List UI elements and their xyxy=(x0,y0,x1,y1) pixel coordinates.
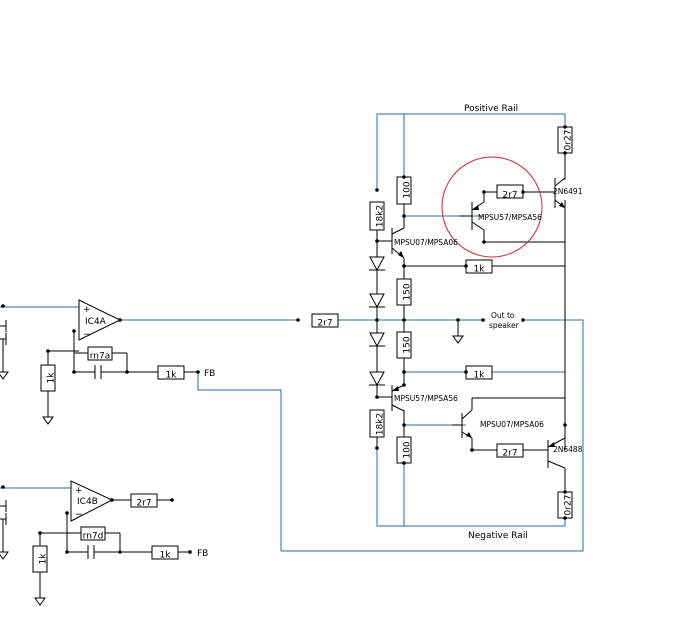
diode-1 xyxy=(369,256,385,272)
ground-icon-b xyxy=(34,597,46,606)
diode-4 xyxy=(369,371,385,387)
highlight-circle xyxy=(441,156,543,258)
opamp-b xyxy=(70,480,114,522)
opamp-b-name-label: IC4B xyxy=(77,497,98,507)
resistor-2r7-pre-label: 2r7 xyxy=(502,191,517,201)
diode-string xyxy=(369,256,385,387)
resistor-1k-gnd-a xyxy=(40,364,56,392)
resistor-0r27-top-label: 0r27 xyxy=(564,130,574,151)
transistor-bot-vbe-label: MPSU57/MPSA56 xyxy=(394,394,458,403)
resistor-2r7-input-label: 2r7 xyxy=(317,319,332,329)
transistor-2n6488-label: 2N6488 xyxy=(553,445,583,454)
positive-rail-label: Positive Rail xyxy=(464,104,518,114)
resistor-rn7a-label: rn7a xyxy=(90,352,111,362)
fb-a-label: FB xyxy=(204,369,215,379)
resistor-rn7d xyxy=(80,526,106,541)
out-to-label: Out to xyxy=(491,311,515,320)
resistor-18k2-top xyxy=(369,201,385,231)
capacitors xyxy=(5,320,102,559)
resistor-1k-gnd-b-label: 1k xyxy=(39,553,49,565)
resistor-1k-fb-b xyxy=(151,545,179,560)
ground-symbols xyxy=(0,335,464,606)
resistor-1k-fb-b-label: 1k xyxy=(160,551,172,561)
transistor-bot-driver-label: MPSU07/MPSA06 xyxy=(480,420,544,429)
opamp-b-minus-label: − xyxy=(75,510,83,520)
resistor-0r27-bot-label: 0r27 xyxy=(564,495,574,516)
ground-icon-a xyxy=(42,416,54,425)
negative-rail-label: Negative Rail xyxy=(468,531,528,541)
diode-2 xyxy=(369,293,385,309)
opamp-b-plus-label: + xyxy=(75,486,83,496)
resistor-bodies xyxy=(32,126,573,573)
resistor-1k-top-label: 1k xyxy=(474,265,486,275)
opamp-a-minus-label: − xyxy=(83,330,91,340)
resistor-2r7-bot xyxy=(496,443,524,458)
resistor-rn7a xyxy=(87,346,113,361)
resistor-2r7-b xyxy=(130,493,158,508)
resistor-1k-bot-label: 1k xyxy=(474,371,486,381)
resistor-18k2-bot-label: 18k2 xyxy=(376,413,386,435)
resistor-18k2-top-label: 18k2 xyxy=(376,205,386,227)
resistor-1k-fb-a-label: 1k xyxy=(166,371,178,381)
diode-3 xyxy=(369,332,385,348)
ground-icon-left-b xyxy=(0,551,9,560)
opamp-a-name-label: IC4A xyxy=(85,317,107,327)
ground-icon-left-a xyxy=(0,371,9,380)
resistor-150-top-label: 150 xyxy=(403,283,413,300)
resistor-100-bot-label: 100 xyxy=(403,441,413,458)
resistor-rn7d-label: rn7d xyxy=(83,532,104,542)
resistor-18k2-bot xyxy=(369,409,385,438)
resistor-2r7-bot-label: 2r7 xyxy=(502,449,517,459)
resistor-150-bot-label: 150 xyxy=(403,336,413,353)
signal-wires xyxy=(0,113,584,552)
resistor-2r7-b-label: 2r7 xyxy=(136,499,151,509)
transistor-2n6491-label: 2N6491 xyxy=(553,187,583,196)
opamp-a-plus-label: + xyxy=(83,305,91,315)
resistor-1k-gnd-b xyxy=(32,545,48,573)
resistor-1k-fb-a xyxy=(157,365,185,380)
labels: Positive Rail Negative Rail 0r27 100 18k… xyxy=(39,104,583,564)
junction-dots xyxy=(1,125,567,554)
resistor-100-top-label: 100 xyxy=(403,181,413,198)
transistor-top-driver-label: MPSU57/MPSA56 xyxy=(478,213,542,222)
resistor-1k-gnd-a-label: 1k xyxy=(47,372,57,384)
transistor-top-vbe-label: MPSU07/MPSA06 xyxy=(394,238,458,247)
resistor-150-bot xyxy=(396,331,412,359)
ground-icon-output xyxy=(452,335,464,344)
speaker-label: speaker xyxy=(489,321,520,330)
resistor-2r7-input xyxy=(311,313,339,328)
opamp-a xyxy=(78,299,122,341)
resistor-150-top xyxy=(396,278,412,306)
fb-b-label: FB xyxy=(197,549,208,559)
